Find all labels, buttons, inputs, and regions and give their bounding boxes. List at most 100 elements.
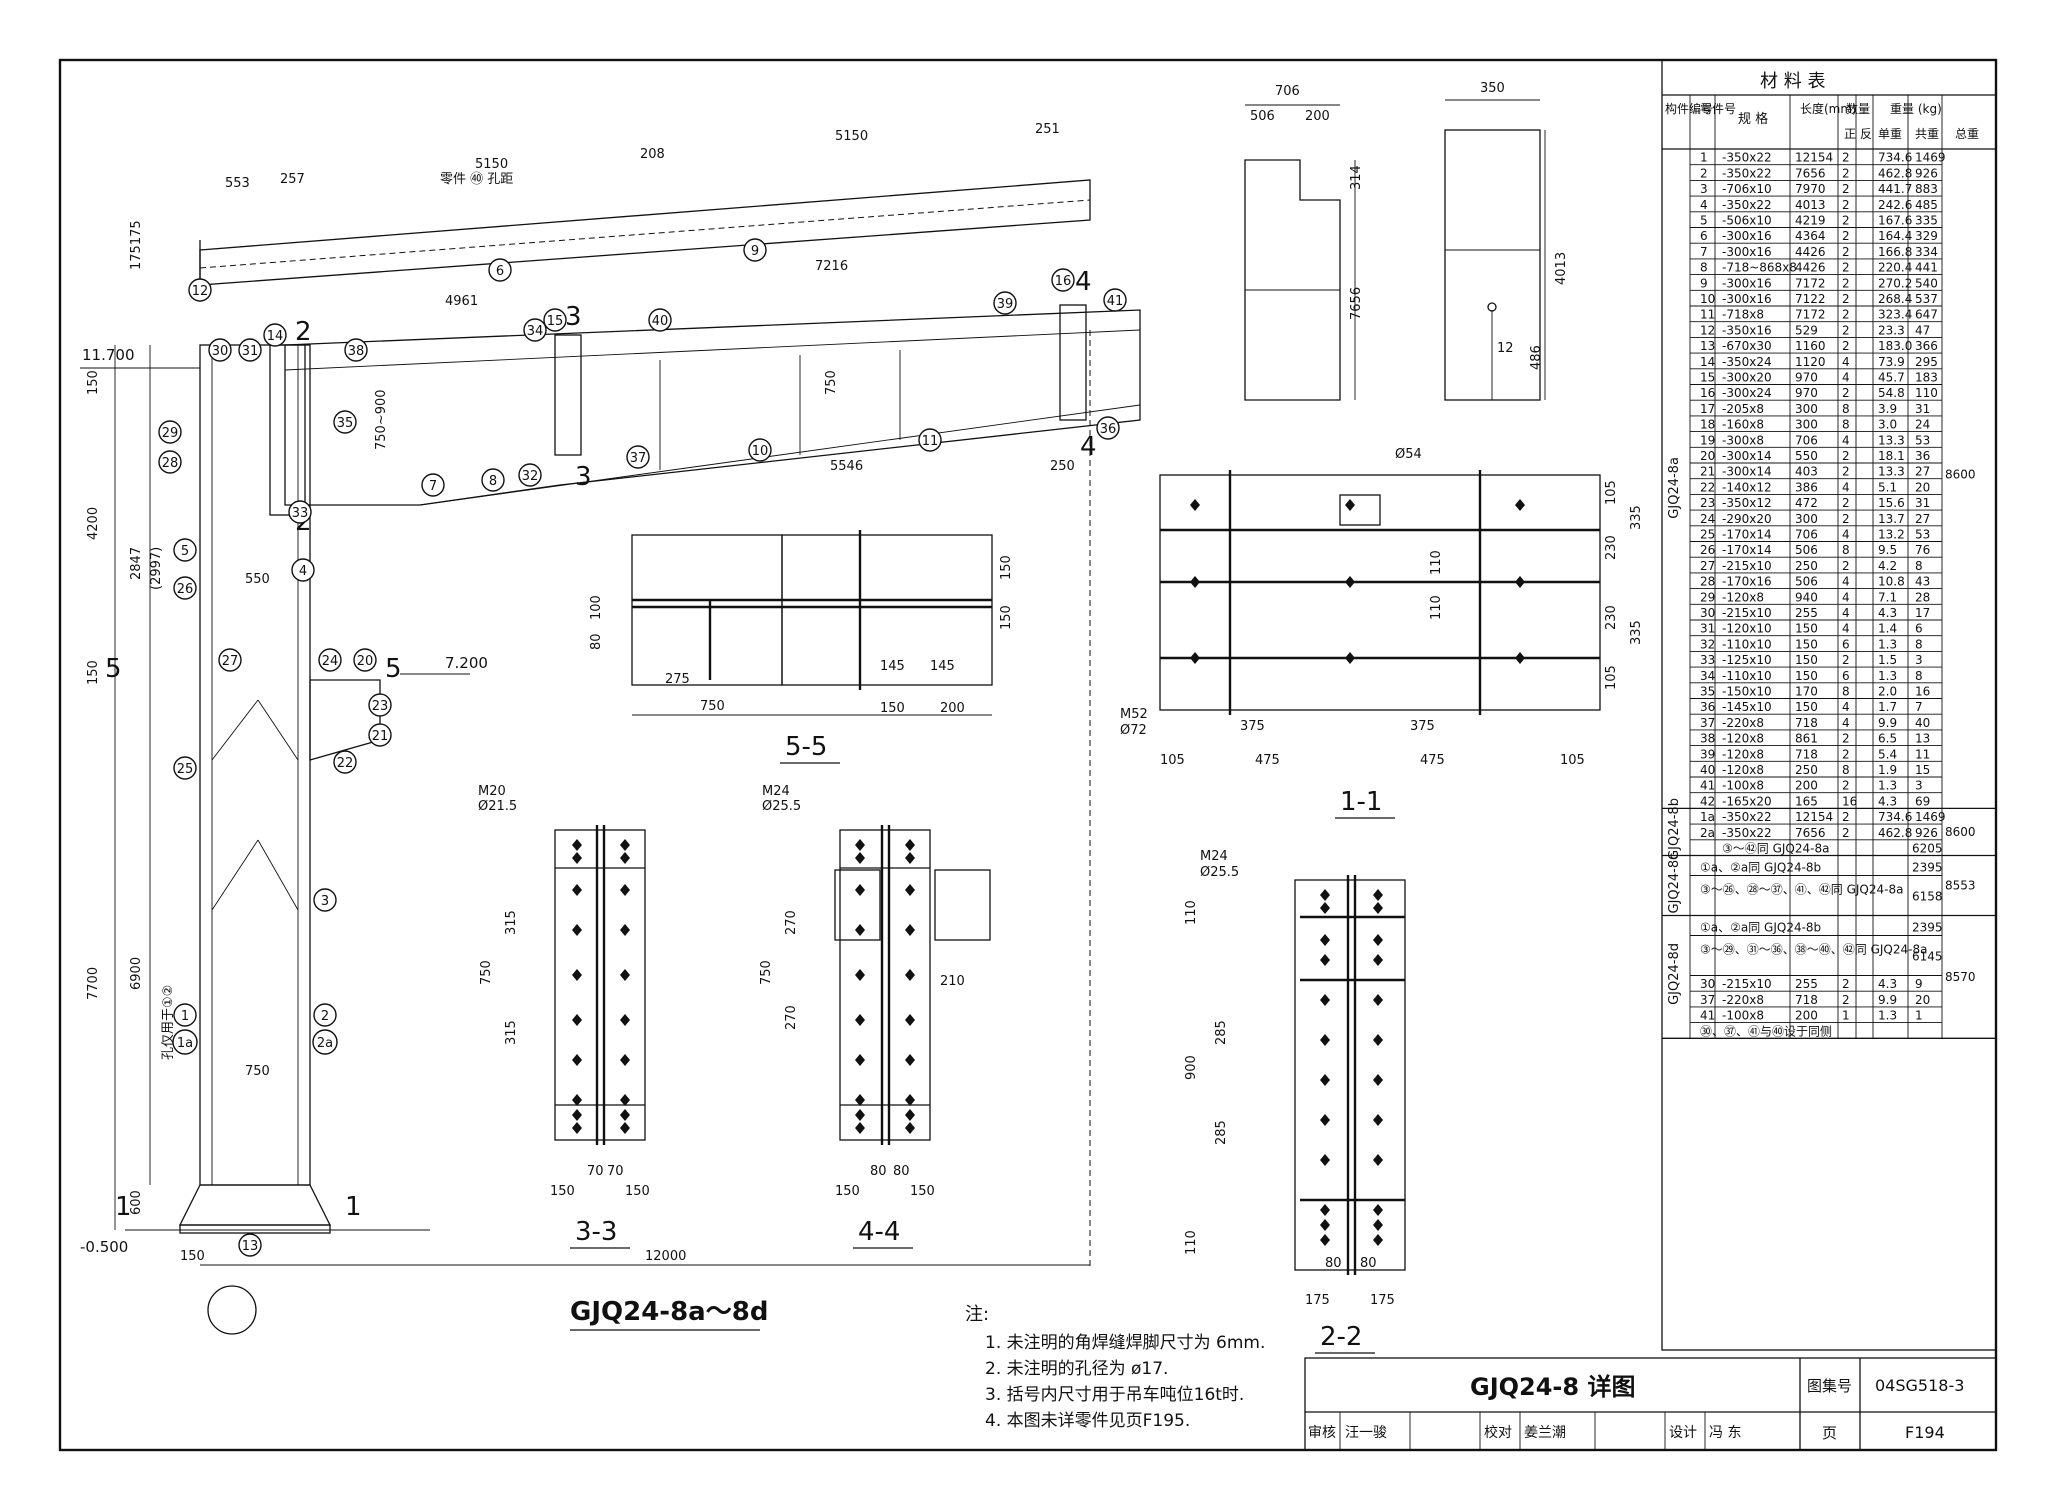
- table-cell: -215x10: [1722, 606, 1772, 620]
- part-balloon-label: 2a: [317, 1036, 333, 1051]
- s44-dim-80a: 80: [870, 1164, 887, 1179]
- table-cell: 1.7: [1878, 700, 1897, 714]
- table-cell: 8: [1842, 402, 1850, 416]
- part-balloon-circle: [288, 500, 312, 524]
- table-cell: 861: [1795, 732, 1818, 746]
- table-cell: 8: [1842, 543, 1850, 557]
- dim-7216: 7216: [815, 259, 848, 274]
- table-cell: 386: [1795, 480, 1818, 494]
- part-balloon-circle: [333, 750, 357, 774]
- table-cell: 220.4: [1878, 261, 1912, 275]
- dim-175175: 175175: [129, 220, 144, 270]
- s22-title: 2-2: [1320, 1322, 1362, 1352]
- s55-dim-145a: 145: [880, 659, 905, 674]
- checker: 姜兰潮: [1524, 1425, 1566, 1441]
- bolt-mark: [572, 1014, 582, 1026]
- table-cell: -350x22: [1722, 826, 1772, 840]
- table-cell: -125x10: [1722, 653, 1772, 667]
- table-cell: 1160: [1795, 339, 1826, 353]
- table-cell: 9.9: [1878, 993, 1897, 1007]
- table-cell: -120x8: [1722, 590, 1764, 604]
- hole-note: 零件 ㊵ 孔距: [440, 172, 513, 187]
- table-cell: 270.2: [1878, 276, 1912, 290]
- s11-dim-230b: 230: [1604, 605, 1619, 630]
- part-balloon-circle: [158, 420, 182, 444]
- group-d-name: GJQ24-8d: [1667, 943, 1682, 1005]
- bolt-mark: [905, 852, 915, 864]
- bolt-mark: [1320, 1154, 1330, 1166]
- table-cell: 335: [1915, 214, 1938, 228]
- part-balloon-label: 30: [212, 344, 229, 359]
- th-part: 零件号: [1700, 102, 1736, 116]
- bolt-mark: [1320, 994, 1330, 1006]
- table-cell: 18.1: [1878, 449, 1905, 463]
- part-balloon-circle: [318, 648, 342, 672]
- s33-bolts: [572, 839, 630, 1134]
- section-mark-4-top: 4: [1075, 267, 1092, 297]
- table-cell: 1469: [1915, 810, 1946, 824]
- table-cell: 53: [1915, 433, 1930, 447]
- bolt-mark: [905, 884, 915, 896]
- s22-dim-80a: 80: [1325, 1256, 1342, 1271]
- table-cell: 1: [1915, 1009, 1923, 1023]
- s11-dim-475b: 475: [1420, 753, 1445, 768]
- table-cell: 329: [1915, 229, 1938, 243]
- table-cell: -170x16: [1722, 575, 1772, 589]
- table-cell: 366: [1915, 339, 1938, 353]
- part-balloon-label: 7: [429, 479, 437, 494]
- bolt-mark: [905, 1094, 915, 1106]
- table-cell: 15.6: [1878, 496, 1905, 510]
- group-b-name: GJQ24-8b: [1667, 798, 1682, 860]
- part-balloon-circle: [173, 538, 197, 562]
- table-cell: 4: [1842, 590, 1850, 604]
- column-outline: [199, 344, 311, 1186]
- s44-bolt: M24: [762, 784, 790, 799]
- dim-5546: 5546: [830, 459, 863, 474]
- table-cell: 8: [1842, 418, 1850, 432]
- section-5-5: 750 275 145 145 150 200 150 150 100 80 5…: [589, 530, 1014, 764]
- part-balloon-label: 31: [242, 344, 259, 359]
- table-cell: 1.3: [1878, 637, 1897, 651]
- table-cell: 2: [1842, 993, 1850, 1007]
- dim-12000: 12000: [645, 1249, 686, 1264]
- table-cell: 31: [1915, 496, 1930, 510]
- table-cell: 6: [1842, 637, 1850, 651]
- table-cell: 7172: [1795, 308, 1826, 322]
- table-cell: 200: [1795, 1009, 1818, 1023]
- bolt-mark: [905, 1054, 915, 1066]
- s33-dim-70a: 70: [587, 1164, 604, 1179]
- rafter-splice-1: [554, 334, 582, 456]
- part-balloon-circle: [263, 323, 287, 347]
- table-cell: 883: [1915, 182, 1938, 196]
- part-balloon-circle: [238, 1233, 262, 1257]
- section-2-2: M24 Ø25.5 900 285 285 110 110 80 80 175 …: [1184, 849, 1406, 1354]
- bolt-mark: [1373, 889, 1383, 901]
- table-cell: 4: [1842, 700, 1850, 714]
- note-3: 3. 括号内尺寸用于吊车吨位16t时.: [985, 1385, 1244, 1405]
- table-cell: 37: [1700, 716, 1715, 730]
- table-cell: 7970: [1795, 182, 1826, 196]
- s22-hole: Ø25.5: [1200, 865, 1239, 880]
- bolt-mark: [572, 1054, 582, 1066]
- note-4: 4. 本图未详零件见页F195.: [985, 1411, 1190, 1431]
- part-balloon-circle: [543, 308, 567, 332]
- table-cell: 53: [1915, 528, 1930, 542]
- table-cell: 300: [1795, 512, 1818, 526]
- bolt-mark: [620, 839, 630, 851]
- design-label: 设计: [1669, 1425, 1697, 1441]
- table-cell: 35: [1700, 685, 1715, 699]
- group-c-note1-total: 2395: [1912, 861, 1943, 875]
- table-cell: -350x22: [1722, 166, 1772, 180]
- table-cell: 4: [1842, 371, 1850, 385]
- table-cell: -170x14: [1722, 528, 1772, 542]
- table-cell: 21: [1700, 465, 1715, 479]
- bolt-mark: [1320, 1234, 1330, 1246]
- table-cell: 7.1: [1878, 590, 1897, 604]
- table-cell: 8: [1915, 637, 1923, 651]
- table-cell: 40: [1700, 763, 1715, 777]
- plate-b-dim-12: 12: [1497, 341, 1514, 356]
- th-spec: 规 格: [1738, 111, 1768, 127]
- section-3-3: M20 Ø21.5 750 315 315 150 70 70 150 3-3: [478, 784, 650, 1249]
- s22-bolt: M24: [1200, 849, 1228, 864]
- part-balloon-circle: [218, 648, 242, 672]
